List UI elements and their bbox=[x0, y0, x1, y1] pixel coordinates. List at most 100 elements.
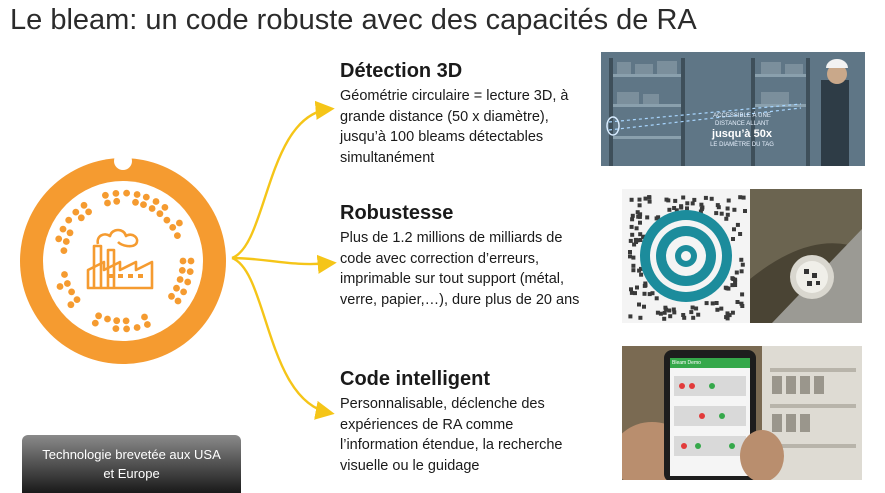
code-module bbox=[715, 307, 720, 312]
code-module bbox=[738, 195, 743, 200]
code-module bbox=[732, 207, 737, 212]
tag-dot bbox=[72, 208, 80, 216]
slide-title: Le bleam: un code robuste avec des capac… bbox=[10, 4, 697, 36]
code-module bbox=[628, 238, 633, 243]
tag-dot bbox=[174, 297, 182, 305]
code-module bbox=[633, 237, 638, 242]
tag-dot bbox=[85, 208, 92, 216]
tag-dot bbox=[133, 324, 141, 331]
code-module bbox=[738, 232, 743, 236]
section-body: Géométrie circulaire = lecture 3D, à gra… bbox=[340, 88, 569, 166]
code-module bbox=[662, 310, 667, 315]
code-module bbox=[709, 196, 714, 201]
code-module bbox=[628, 250, 632, 254]
factory-icon bbox=[86, 228, 154, 290]
code-module bbox=[731, 237, 735, 241]
tag-dot bbox=[113, 197, 121, 205]
code-module bbox=[730, 283, 735, 288]
phone-app-header: Bleam Demo bbox=[672, 360, 701, 366]
tag-dot bbox=[112, 190, 120, 197]
tag-dot bbox=[113, 317, 121, 325]
code-module bbox=[645, 215, 650, 220]
code-module bbox=[703, 195, 708, 200]
code-module bbox=[628, 254, 632, 259]
code-module bbox=[725, 206, 730, 211]
tag-dot bbox=[168, 292, 175, 300]
code-module bbox=[643, 196, 648, 201]
tag-dot bbox=[65, 216, 73, 224]
tag-dot bbox=[187, 257, 195, 265]
code-module bbox=[629, 224, 634, 229]
code-module bbox=[739, 269, 744, 274]
bleam-tag-icon bbox=[20, 152, 226, 364]
code-module bbox=[730, 310, 735, 315]
code-module bbox=[666, 198, 671, 203]
code-module bbox=[656, 215, 661, 220]
code-module bbox=[673, 198, 678, 203]
overlay-line: ACCESSIBLE À UNE bbox=[713, 113, 771, 119]
code-module bbox=[716, 205, 721, 210]
tag-dot bbox=[141, 313, 148, 321]
tag-dot bbox=[163, 216, 171, 224]
code-module bbox=[630, 217, 635, 222]
bleam-codes-photo bbox=[622, 189, 862, 323]
overlay-highlight: jusqu’à 50x bbox=[712, 128, 772, 140]
code-module bbox=[631, 263, 636, 268]
code-module bbox=[637, 212, 642, 217]
code-module bbox=[667, 207, 672, 212]
code-module bbox=[727, 313, 732, 318]
code-module bbox=[740, 292, 745, 297]
code-module bbox=[637, 203, 642, 208]
overlay-line: DISTANCE ALLANT bbox=[715, 121, 769, 127]
code-module bbox=[735, 222, 740, 227]
code-module bbox=[681, 195, 686, 200]
code-module bbox=[638, 232, 643, 237]
overlay-line: LE DIAMÈTRE DU TAG bbox=[710, 142, 774, 148]
code-module bbox=[658, 311, 663, 316]
code-module bbox=[630, 232, 635, 237]
section-body: Personnalisable, déclenche des expérienc… bbox=[340, 396, 563, 474]
code-module bbox=[690, 305, 695, 310]
code-module bbox=[655, 310, 660, 315]
section-body: Plus de 1.2 millions de milliards de cod… bbox=[340, 230, 580, 308]
arrow-to-detection bbox=[231, 100, 335, 260]
tag-dot bbox=[173, 284, 180, 292]
code-module bbox=[710, 301, 715, 306]
tag-dot bbox=[62, 238, 70, 245]
code-module bbox=[642, 291, 647, 296]
tag-dot bbox=[68, 288, 75, 296]
code-module bbox=[671, 307, 676, 312]
tag-dot bbox=[152, 198, 160, 205]
code-module bbox=[739, 301, 744, 306]
code-module bbox=[685, 201, 690, 206]
code-module bbox=[631, 255, 636, 260]
code-module bbox=[638, 238, 643, 242]
connector-arrows bbox=[231, 100, 337, 420]
code-module bbox=[694, 306, 699, 311]
section-detection-3d: Détection 3D Géométrie circulaire = lect… bbox=[340, 60, 585, 168]
tag-dot bbox=[179, 257, 187, 265]
code-module bbox=[629, 197, 634, 202]
code-module bbox=[719, 211, 724, 216]
code-module bbox=[724, 315, 729, 320]
code-module bbox=[696, 312, 701, 317]
phone-ar-photo: Bleam Demo bbox=[622, 346, 862, 480]
code-module bbox=[647, 199, 652, 204]
tag-dot bbox=[148, 205, 156, 212]
code-module bbox=[674, 208, 679, 213]
tag-dot bbox=[156, 210, 164, 218]
code-module bbox=[634, 240, 638, 244]
code-module bbox=[740, 304, 745, 308]
code-module bbox=[690, 201, 695, 206]
tag-dot bbox=[174, 232, 181, 239]
tag-dot bbox=[60, 247, 68, 254]
code-module bbox=[635, 210, 640, 215]
code-module bbox=[628, 314, 633, 319]
tag-dot bbox=[95, 312, 102, 320]
tag-dot bbox=[80, 201, 88, 209]
tag-dot bbox=[59, 225, 67, 233]
code-module bbox=[735, 300, 740, 304]
code-module bbox=[642, 304, 646, 309]
code-module bbox=[698, 209, 703, 214]
code-module bbox=[689, 310, 694, 315]
